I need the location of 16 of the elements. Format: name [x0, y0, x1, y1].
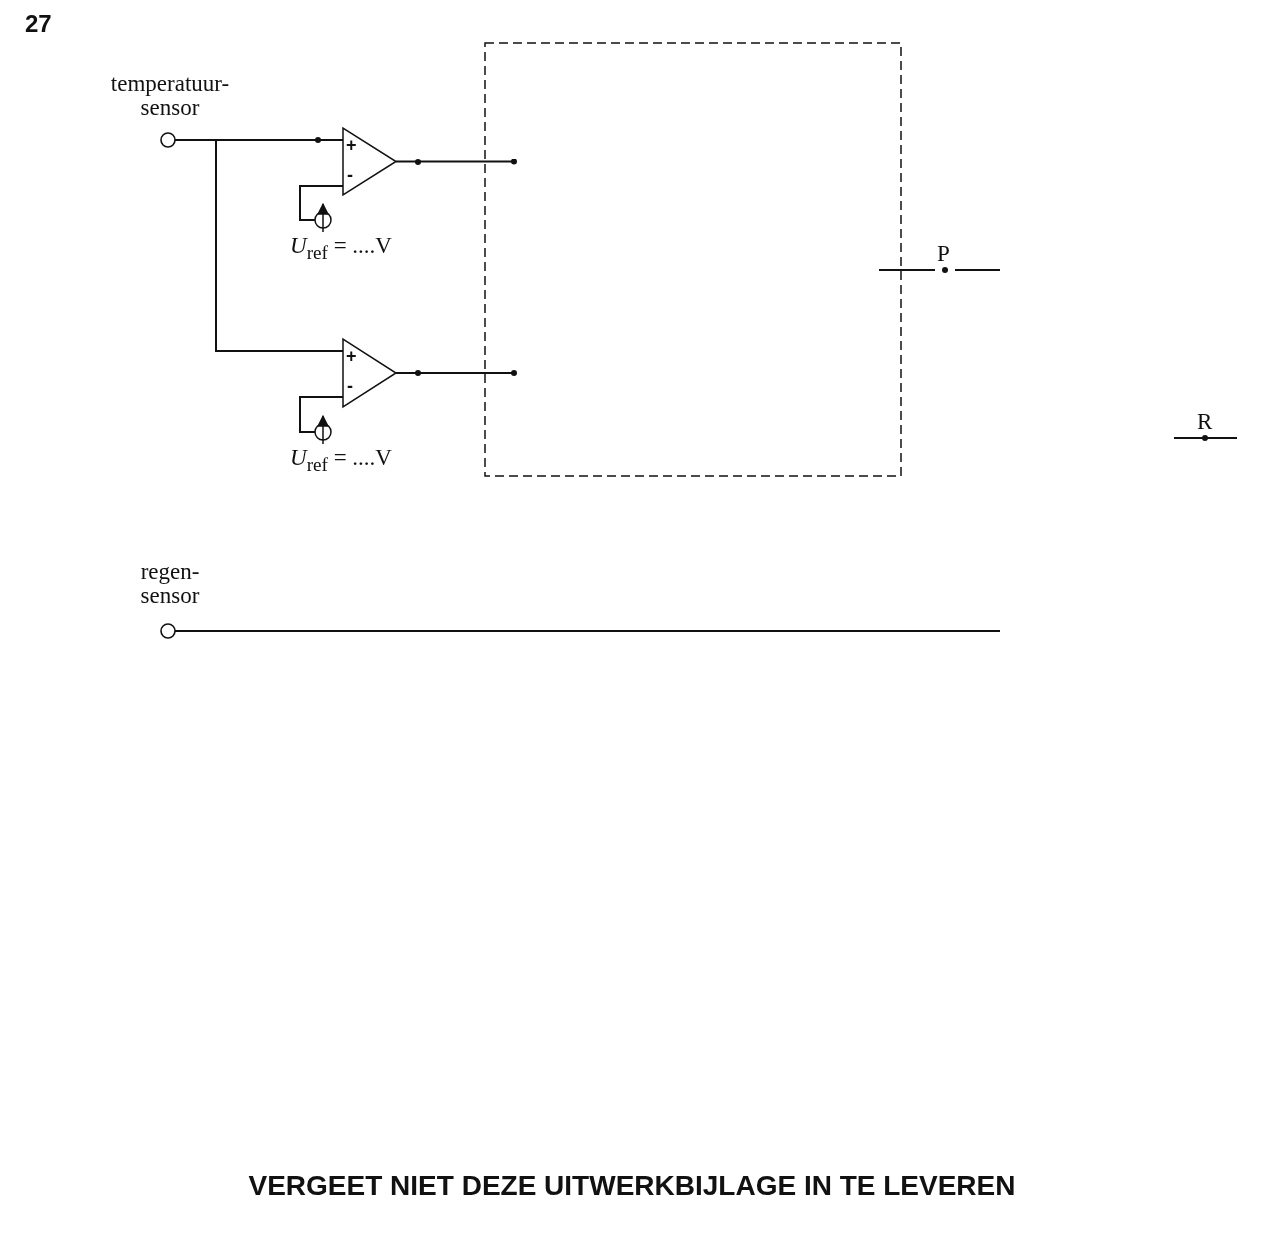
sensor-label: regen- sensor	[139, 560, 201, 608]
dashed-box	[485, 43, 901, 476]
wire	[174, 139, 344, 352]
wire	[878, 269, 936, 271]
wire	[395, 158, 517, 165]
page-number: 27	[25, 10, 52, 38]
point-label: P	[937, 242, 950, 266]
reference-voltage-label: U$_{ref}$ = ....V	[290, 446, 392, 477]
point-label: R	[1197, 410, 1213, 434]
wire	[174, 630, 1001, 632]
sensor-label: temperatuur- sensor	[109, 72, 231, 120]
wire	[299, 396, 344, 433]
reference-voltage-label: U$_{ref}$ = ....V	[290, 234, 392, 265]
wire	[395, 370, 517, 376]
instruction-text: VERGEET NIET DEZE UITWERKBIJLAGE IN TE LEVEREN	[247, 1170, 1017, 1202]
wire	[299, 185, 344, 221]
